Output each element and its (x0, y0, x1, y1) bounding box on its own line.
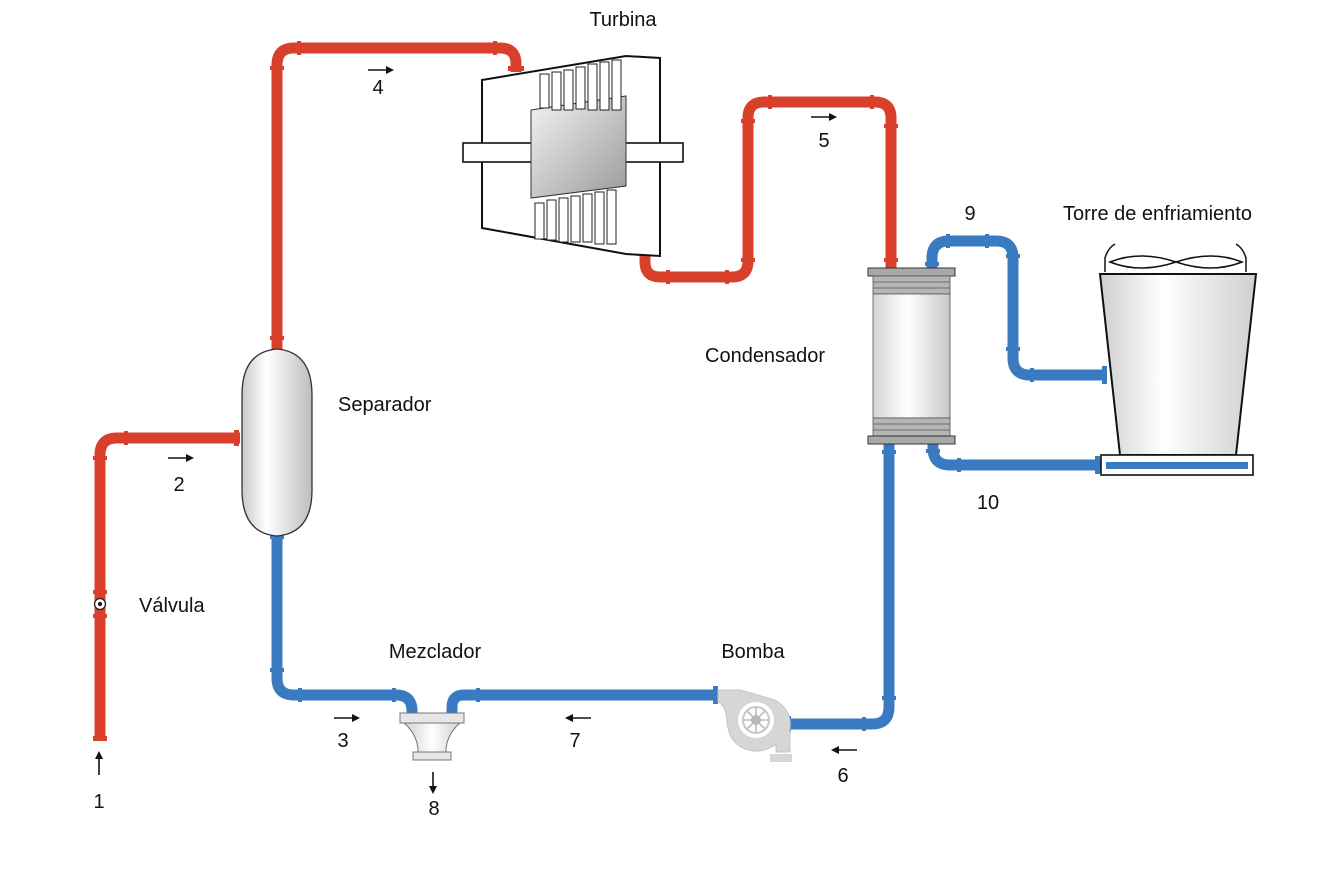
pipe-stream-9 (926, 235, 1107, 381)
pipe-stream-10 (927, 442, 1101, 471)
stream-number-2: 2 (173, 474, 184, 496)
stream-number-8: 8 (428, 798, 439, 820)
pump-label: Bomba (721, 641, 785, 663)
pipe-stream-1 (94, 432, 240, 740)
valve-label: Válvula (139, 595, 205, 617)
stream-number-7: 7 (569, 730, 580, 752)
flow-arrows (95, 66, 857, 794)
stream-number-4: 4 (372, 77, 383, 99)
cooling-tower-label: Torre de enfriamiento (1063, 203, 1252, 225)
pipe-stream-5 (639, 96, 897, 283)
mixer-label: Mezclador (389, 641, 482, 663)
turbine (462, 54, 684, 258)
mixer (399, 712, 465, 761)
cooling-tower (1098, 243, 1258, 476)
stream-number-1: 1 (93, 791, 104, 813)
stream-number-10: 10 (977, 492, 999, 514)
pipe-stream-6 (788, 443, 895, 730)
pipe-stream-4 (271, 42, 522, 352)
stream-number-6: 6 (837, 765, 848, 787)
stream-number-5: 5 (818, 130, 829, 152)
pump (717, 689, 792, 762)
turbine-label: Turbina (589, 9, 657, 31)
separator-label: Separador (338, 394, 432, 416)
pipe-stream-7 (446, 689, 716, 715)
stream-number-9: 9 (964, 203, 975, 225)
pipe-stream-3 (271, 533, 418, 717)
cold-pipes (270, 234, 1107, 732)
separator-vessel (241, 348, 313, 537)
valve-icon (93, 597, 107, 611)
condenser (867, 267, 956, 445)
hot-pipes (93, 41, 898, 741)
condenser-label: Condensador (705, 345, 825, 367)
stream-number-3: 3 (337, 730, 348, 752)
